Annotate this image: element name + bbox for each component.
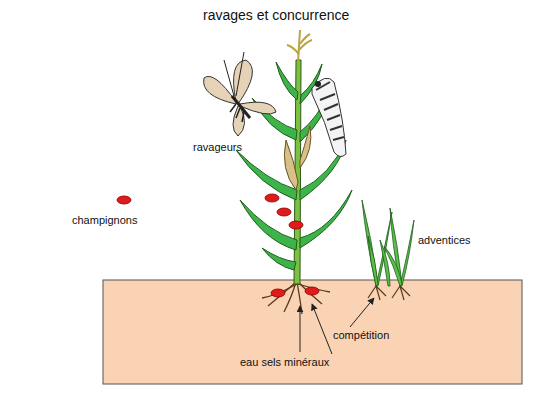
weeds xyxy=(362,200,414,300)
corn-leaves xyxy=(236,62,352,270)
butterfly-pest xyxy=(204,52,276,136)
diagram-title: ravages et concurrence xyxy=(203,7,349,24)
resource-label: eau sels minéraux xyxy=(240,356,329,369)
caterpillar-pest xyxy=(312,78,346,156)
fungus-label: champignons xyxy=(72,214,137,227)
corn-roots xyxy=(262,282,330,314)
corn-tassel xyxy=(287,30,312,62)
corn-ears xyxy=(284,126,311,190)
fungus-spots xyxy=(117,194,319,297)
leader-arrows xyxy=(300,298,374,354)
soil xyxy=(103,280,522,384)
competition-label: compétition xyxy=(333,329,389,342)
weed-label: adventices xyxy=(418,234,471,247)
pest-label: ravageurs xyxy=(193,141,242,154)
